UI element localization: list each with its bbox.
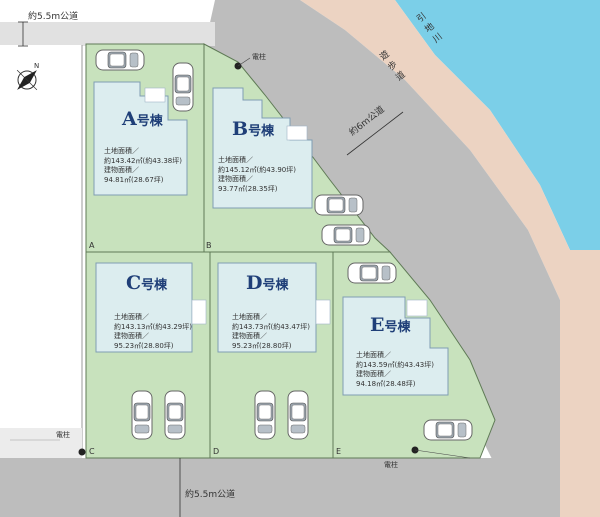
car-icon [254,390,276,440]
house-d-title: D号棟 [246,272,289,294]
house-c-info: 土地面積／ 約143.13㎡(約43.29坪) 建物面積／ 95.23㎡(28.… [114,313,192,350]
utility-pole-label: 電柱 [252,53,266,61]
house-d-footprint [217,262,317,353]
house-b-footprint [212,87,313,209]
left-strip [0,45,82,455]
house-d-info: 土地面積／ 約143.73㎡(約43.47坪) 建物面積／ 95.23㎡(28.… [232,313,310,350]
car-icon [95,49,145,71]
car-icon [131,390,153,440]
bottom-road-label: 約5.5m公道 [185,490,236,500]
bottom-road [0,458,500,517]
house-a-title: A号棟 [122,108,163,130]
car-icon [321,224,371,246]
car-icon [172,62,194,112]
house-b-title: B号棟 [232,118,275,140]
lot-letter-d: D [213,447,220,456]
walkway [300,0,600,517]
lot-letter-b: B [206,241,212,250]
lot-letter-a: A [89,241,95,250]
house-e-title: E号棟 [370,314,411,336]
lot-letter-c: C [89,447,95,456]
house-a-info: 土地面積／ 約143.42㎡(約43.38坪) 建物面積／ 94.81㎡(28.… [104,147,182,184]
car-icon [287,390,309,440]
car-icon [314,194,364,216]
compass-icon [16,69,38,91]
compass-north-label: N [34,62,40,70]
top-road-label: 約5.5m公道 [28,12,79,22]
house-a-footprint [93,81,188,196]
house-c-title: C号棟 [126,272,168,294]
house-c-footprint [95,262,193,353]
house-b-info: 土地面積／ 約145.12㎡(約43.90坪) 建物面積／ 93.77㎡(28.… [218,156,296,193]
utility-pole-icon [78,448,86,456]
river [395,0,600,250]
utility-pole-label: 電柱 [56,431,70,439]
car-icon [423,419,473,441]
top-road [0,22,215,46]
house-e-footprint [342,296,449,396]
house-e-info: 土地面積／ 約143.59㎡(約43.43坪) 建物面積／ 94.18㎡(28.… [356,351,434,388]
car-icon [347,262,397,284]
car-icon [164,390,186,440]
utility-pole-label: 電柱 [384,461,398,469]
lot-letter-e: E [336,447,342,456]
